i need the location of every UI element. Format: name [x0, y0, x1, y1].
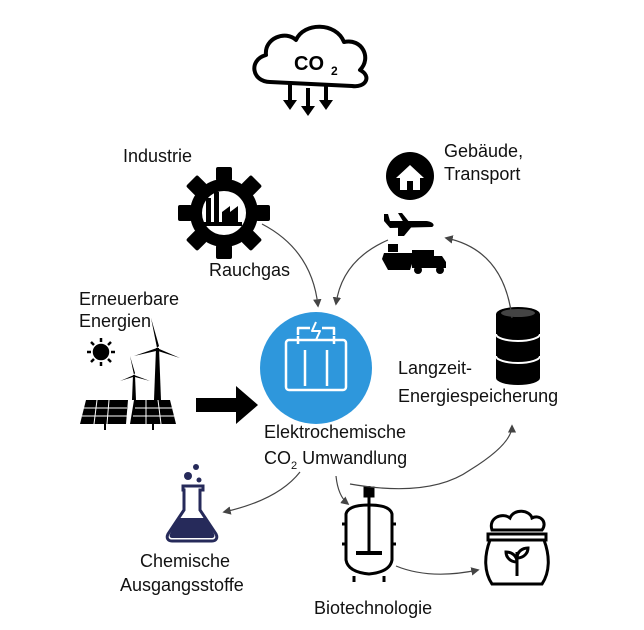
- storage-label-line1: Langzeit-: [398, 358, 473, 378]
- factory-gear-icon: [178, 167, 270, 259]
- co2-cloud-icon: CO 2: [252, 24, 369, 116]
- connector-storage-to-transport: [444, 235, 513, 319]
- electrochem-subscript: 2: [291, 460, 298, 472]
- cloud-formula-sub: 2: [331, 64, 338, 78]
- bioreactor-icon: [342, 486, 396, 582]
- renewables-label-line1: Erneuerbare: [79, 289, 180, 309]
- storage-barrel-icon: [495, 307, 541, 385]
- connector-flue-gas: [261, 223, 322, 308]
- solar-wind-icon: [80, 318, 180, 430]
- flow-connectors: [222, 223, 517, 576]
- connector-to-biotech: [335, 475, 350, 506]
- electrochem-co: CO: [264, 448, 291, 468]
- sack-sprout-icon: [484, 509, 550, 586]
- flow-arrow-icon: [196, 386, 258, 424]
- biotech-label: Biotechnologie: [314, 598, 433, 618]
- buildings-label-line2: Transport: [444, 164, 521, 184]
- industry-label: Industrie: [123, 146, 193, 166]
- renewables-label-line2: Energien: [79, 311, 152, 331]
- electrochemical-cell-icon: [260, 312, 372, 424]
- chemicals-label-line2: Ausgangsstoffe: [120, 575, 244, 595]
- connector-transport: [332, 239, 389, 306]
- buildings-label-line1: Gebäude,: [444, 141, 524, 161]
- connector-biotech-to-sack: [395, 565, 480, 576]
- flask-icon: [165, 464, 219, 543]
- connector-to-storage: [349, 424, 517, 490]
- truck-icon: [412, 250, 446, 274]
- house-icon: [386, 152, 434, 200]
- electrochem-rest: Umwandlung: [297, 448, 408, 468]
- connector-to-chemicals: [222, 471, 301, 515]
- chemicals-label-line1: Chemische: [140, 551, 231, 571]
- ship-icon: [382, 244, 414, 270]
- electrochem-label-line2: CO2 Umwandlung: [264, 447, 407, 472]
- airplane-icon: [384, 213, 434, 236]
- storage-label-line2: Energiespeicherung: [398, 386, 559, 406]
- electrochem-label-line1: Elektrochemische: [264, 422, 407, 442]
- flue-gas-label: Rauchgas: [209, 260, 291, 280]
- cloud-formula: CO: [294, 53, 324, 75]
